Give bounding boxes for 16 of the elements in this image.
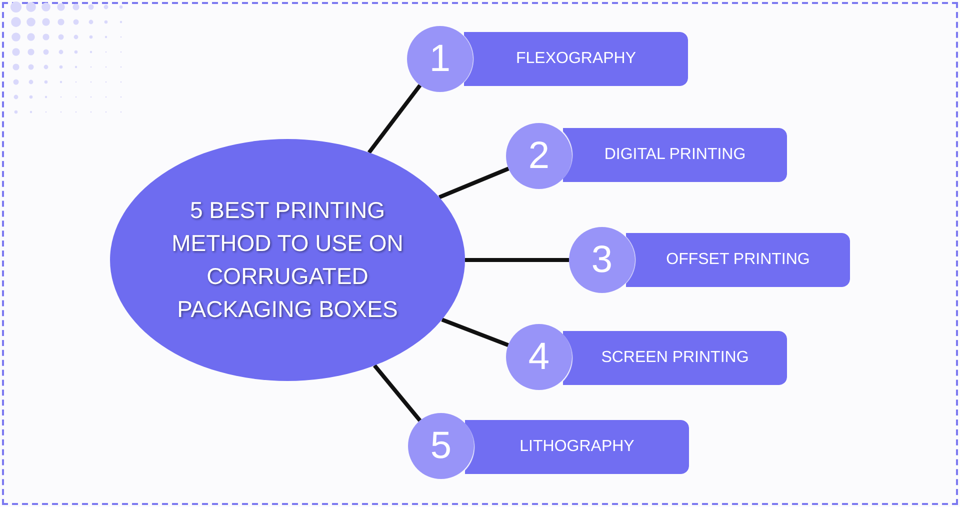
method-label: DIGITAL PRINTING bbox=[604, 145, 746, 165]
connector-line bbox=[441, 318, 509, 347]
connector-line bbox=[372, 364, 422, 422]
method-label: OFFSET PRINTING bbox=[666, 250, 810, 270]
connector-line bbox=[438, 166, 510, 200]
method-label: FLEXOGRAPHY bbox=[516, 49, 636, 69]
method-label: LITHOGRAPHY bbox=[520, 437, 634, 457]
method-label: SCREEN PRINTING bbox=[601, 348, 749, 368]
method-bar bbox=[563, 331, 787, 385]
method-bar bbox=[626, 233, 850, 287]
topic-title: 5 BEST PRINTING METHOD TO USE ON CORRUGATED PACKAGING BOXES bbox=[170, 196, 404, 324]
method-bar bbox=[465, 420, 689, 474]
method-bar bbox=[563, 128, 787, 182]
connector-line bbox=[465, 258, 569, 262]
method-bar bbox=[464, 32, 688, 86]
connector-line bbox=[367, 84, 422, 154]
